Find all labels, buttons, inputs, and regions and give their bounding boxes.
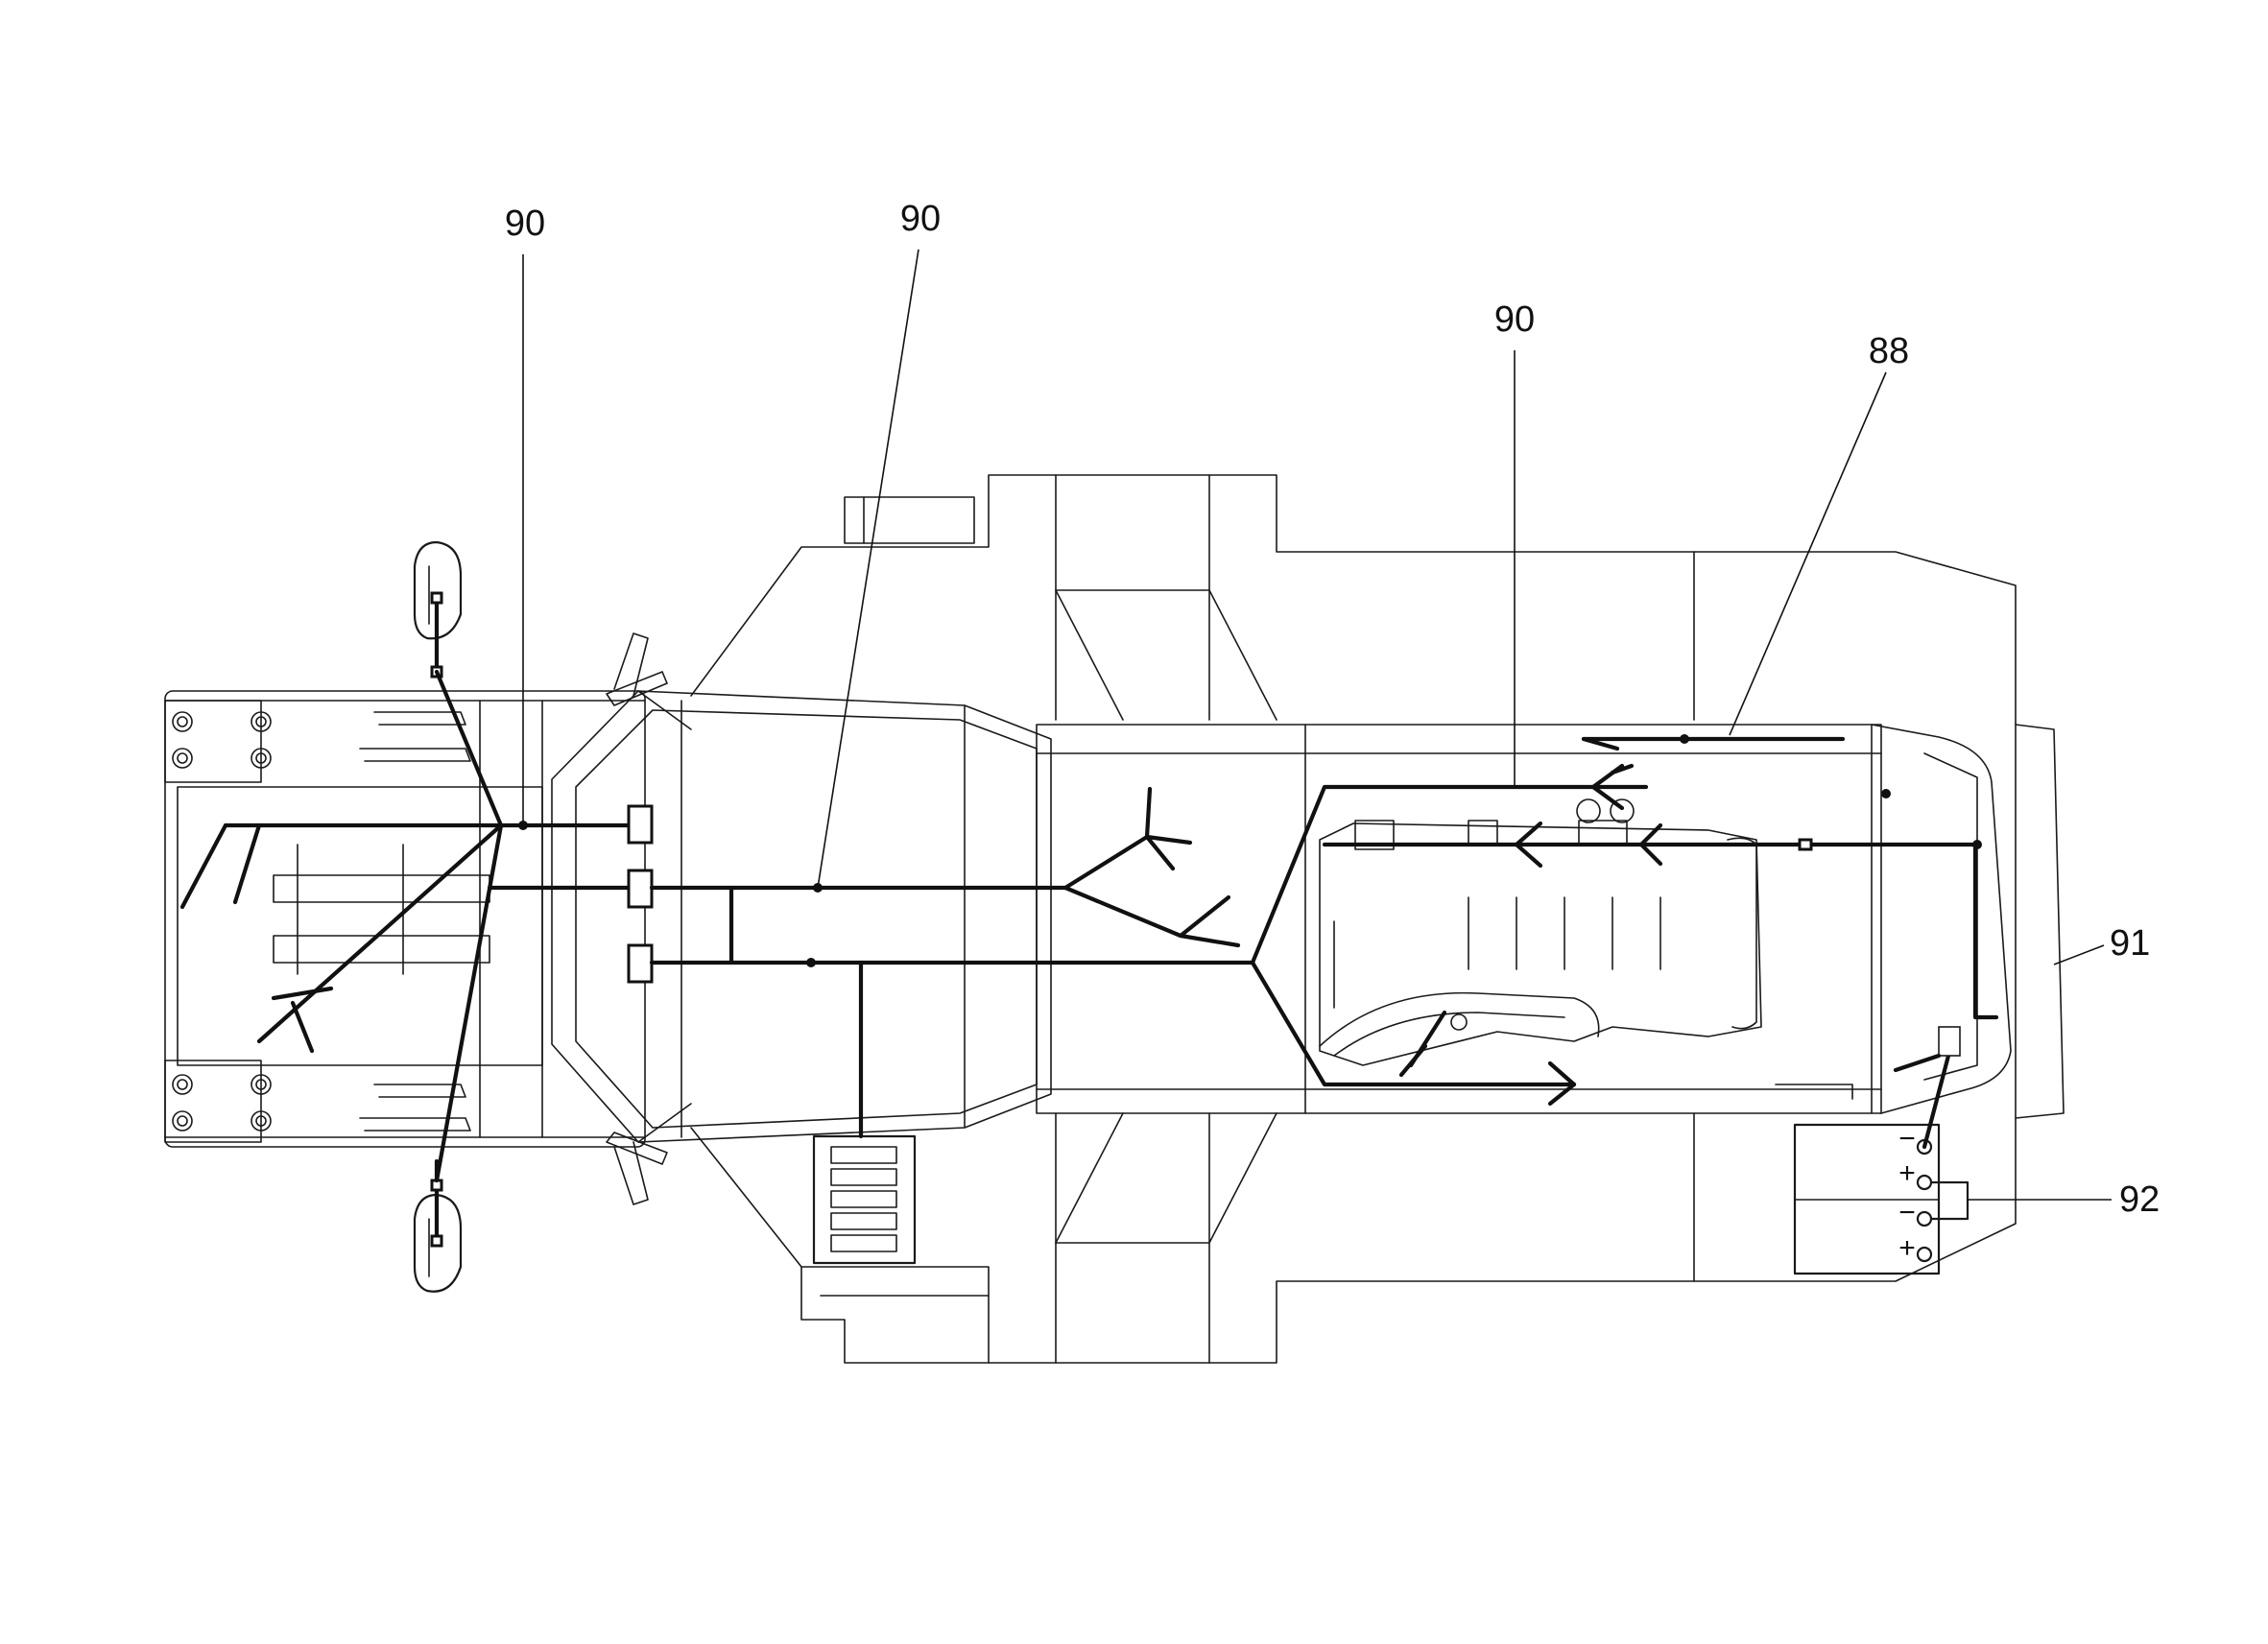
battery-pack: − + − + [1793, 1123, 1941, 1275]
battery-terminal-4: + [1898, 1232, 1916, 1264]
callout-90-engine: 90 [1494, 299, 1535, 340]
vehicle-outline: − + − + [164, 474, 2065, 1364]
battery-terminal-1: − [1898, 1123, 1916, 1155]
left-lamp-upper [413, 540, 463, 640]
harness-rear-section [1250, 736, 1999, 1221]
callout-88: 88 [1869, 331, 1909, 371]
callout-leaders [522, 249, 2112, 1201]
upper-structure [690, 474, 2065, 1364]
left-lamp-lower [413, 1193, 463, 1293]
left-frame [164, 690, 646, 1148]
harness-junction-dots [518, 734, 1982, 967]
callout-90-cab: 90 [900, 199, 941, 239]
chassis-beam [1036, 724, 2012, 1114]
callout-91: 91 [2110, 923, 2150, 964]
mirror-upper [606, 632, 668, 706]
harness-front-section [179, 591, 654, 1248]
callout-90-front: 90 [505, 203, 545, 244]
battery-terminal-2: + [1898, 1157, 1916, 1189]
harness-mid-section [649, 786, 1255, 1139]
callout-labels: 90 90 90 88 91 92 [505, 199, 2160, 1220]
mirror-lower [606, 1132, 668, 1205]
battery-terminal-3: − [1898, 1197, 1916, 1228]
cab [551, 690, 1052, 1143]
fuse-box [812, 1134, 917, 1265]
engine-block [1319, 798, 1762, 1066]
callout-92: 92 [2119, 1179, 2160, 1220]
